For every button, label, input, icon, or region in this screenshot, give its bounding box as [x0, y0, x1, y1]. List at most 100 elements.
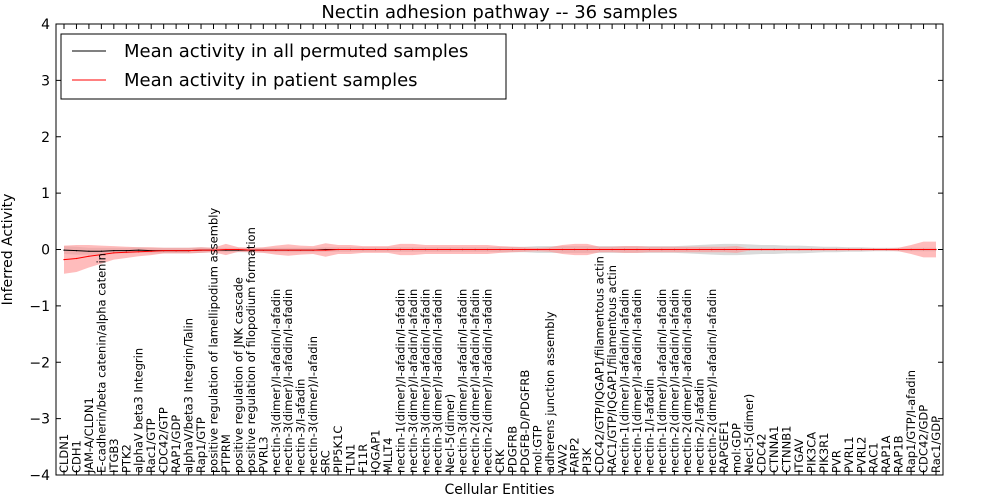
data-point	[75, 250, 78, 252]
y-tick-label: 4	[41, 17, 50, 33]
data-point	[387, 248, 389, 251]
x-tick-label: alphaV/beta3 Integrin/Talin	[182, 318, 196, 473]
x-tick-label: mol:GDP	[730, 423, 744, 473]
x-tick-label: RAC1	[867, 442, 881, 473]
x-tick-label: CTNNB1	[780, 426, 794, 473]
data-point	[561, 248, 563, 251]
x-tick-label: FARP2	[568, 437, 582, 473]
data-point	[437, 248, 439, 251]
x-tick-label: VAV2	[555, 444, 569, 473]
x-tick-label: nectin-1(dimer)/I-afadin/I-afadin	[655, 289, 669, 473]
data-point	[835, 248, 837, 251]
y-tick-label: 0	[41, 243, 50, 259]
x-tick-label: nectin-1(dimer)/I-afadin/I-afadin	[618, 289, 632, 473]
data-point	[325, 249, 327, 251]
legend-label-2: Mean activity in patient samples	[124, 70, 418, 91]
y-tick-label: 2	[41, 130, 50, 146]
data-point	[175, 250, 177, 252]
data-point	[374, 248, 376, 251]
data-point	[312, 249, 314, 251]
data-point	[723, 248, 725, 251]
data-point	[785, 248, 788, 251]
data-point	[549, 248, 551, 251]
x-tick-label: nectin-1/I-afadin	[643, 379, 657, 474]
data-point	[736, 248, 738, 251]
data-point	[125, 251, 127, 253]
x-tick-label: RAP1A	[879, 435, 893, 473]
series-2	[63, 248, 937, 261]
x-tick-label: nectin-3(dimer)/I-afadin/I-afadin	[281, 289, 295, 473]
x-tick-label: CDC42	[755, 433, 769, 473]
x-tick-label: CDH1	[70, 440, 84, 473]
data-point	[648, 248, 651, 251]
x-tick-label: positive regulation of filopodium format…	[244, 227, 258, 473]
x-tick-label: PVR	[829, 450, 843, 473]
x-tick-label: alphaV beta3 Integrin	[132, 348, 146, 473]
x-tick-label: ITGAV	[792, 439, 806, 473]
data-point	[399, 248, 401, 251]
data-point	[150, 250, 152, 252]
x-tick-label: nectin-2(dimer)/I-afadin/I-afadin	[468, 289, 482, 473]
x-tick-label: nectin-3(dimer)/I-afadin	[306, 336, 320, 473]
x-tick-label: nectin-1(dimer)/I-afadin/I-afadin	[630, 289, 644, 473]
x-tick-label: PI3K	[580, 447, 594, 473]
x-tick-label: nectin-3(dimer)/I-afadin/I-afadin	[431, 289, 445, 473]
x-tick-label: PVRL3	[256, 436, 270, 473]
x-tick-label: PVRL1	[842, 436, 856, 473]
y-tick-label: −2	[29, 355, 50, 371]
data-point	[200, 249, 202, 251]
data-point	[188, 250, 190, 252]
data-point	[113, 252, 115, 254]
x-tick-label: PIK3R1	[817, 433, 831, 474]
x-tick-label: RAP1/GDP	[169, 415, 183, 473]
data-point	[287, 249, 289, 251]
x-tick-label: CTNNA1	[767, 426, 781, 473]
x-tick-label: PDGFB-D/PDGFRB	[518, 370, 532, 473]
data-point	[138, 249, 140, 251]
data-point	[511, 248, 514, 251]
x-tick-label: Rap1/GTP	[194, 417, 208, 473]
x-tick-label: Rap1/GTP/I-afadin	[904, 370, 918, 473]
x-tick-label: PIP5K1C	[331, 426, 345, 473]
data-point	[873, 248, 875, 251]
data-point	[910, 248, 912, 251]
data-point	[922, 248, 925, 251]
x-tick-label: CDC42/GTP/IQGAP1/filamentous actin	[593, 256, 607, 473]
legend-box	[60, 33, 507, 100]
x-tick-label: PTPRM	[219, 434, 233, 473]
data-point	[412, 248, 414, 251]
x-tick-label: Rac1/GDP	[929, 416, 943, 473]
x-tick-label: PVRL2	[854, 437, 868, 474]
y-tick-label: 3	[41, 73, 50, 89]
data-point	[113, 250, 115, 252]
x-tick-label: adherens junction assembly	[543, 311, 557, 473]
x-tick-label: nectin-2(dimer)/I-afadin/I-afadin	[481, 289, 495, 473]
data-point	[761, 248, 763, 251]
x-tick-label: CRK	[493, 449, 507, 473]
data-point	[300, 249, 302, 251]
y-tick-label: 1	[41, 186, 50, 202]
data-point	[250, 249, 252, 251]
x-tick-label: mol:GTP	[530, 425, 544, 473]
x-tick-label: nectin-3(dimer)/I-afadin/I-afadin	[406, 289, 420, 473]
x-tick-label: E-cadherin/beta catenin/alpha catenin	[94, 253, 108, 473]
data-point	[748, 248, 750, 251]
x-tick-label: positive regulation of JNK cascade	[231, 277, 245, 473]
data-point	[100, 250, 102, 252]
data-point	[848, 248, 850, 251]
x-tick-label: CDC42/GTP	[157, 407, 171, 473]
x-tick-label: CDC42/GDP	[917, 405, 931, 473]
data-point	[810, 248, 813, 251]
x-axis-label: Cellular Entities	[444, 482, 554, 498]
x-tick-label: JAM-A/CLDN1	[82, 397, 96, 474]
x-tick-label: nectin-2(dimer)/I-afadin/I-afadin	[705, 289, 719, 473]
data-point	[237, 248, 239, 251]
x-tick-label: nectin-3(dimer)/I-afadin/I-afadin	[418, 289, 432, 473]
data-point	[486, 248, 489, 251]
data-point	[823, 248, 825, 251]
data-point	[636, 248, 638, 251]
data-point	[100, 254, 102, 256]
data-point	[524, 248, 526, 251]
x-tick-label: nectin-2(dimer)/I-afadin/I-afadin	[667, 289, 681, 473]
data-point	[362, 248, 364, 251]
